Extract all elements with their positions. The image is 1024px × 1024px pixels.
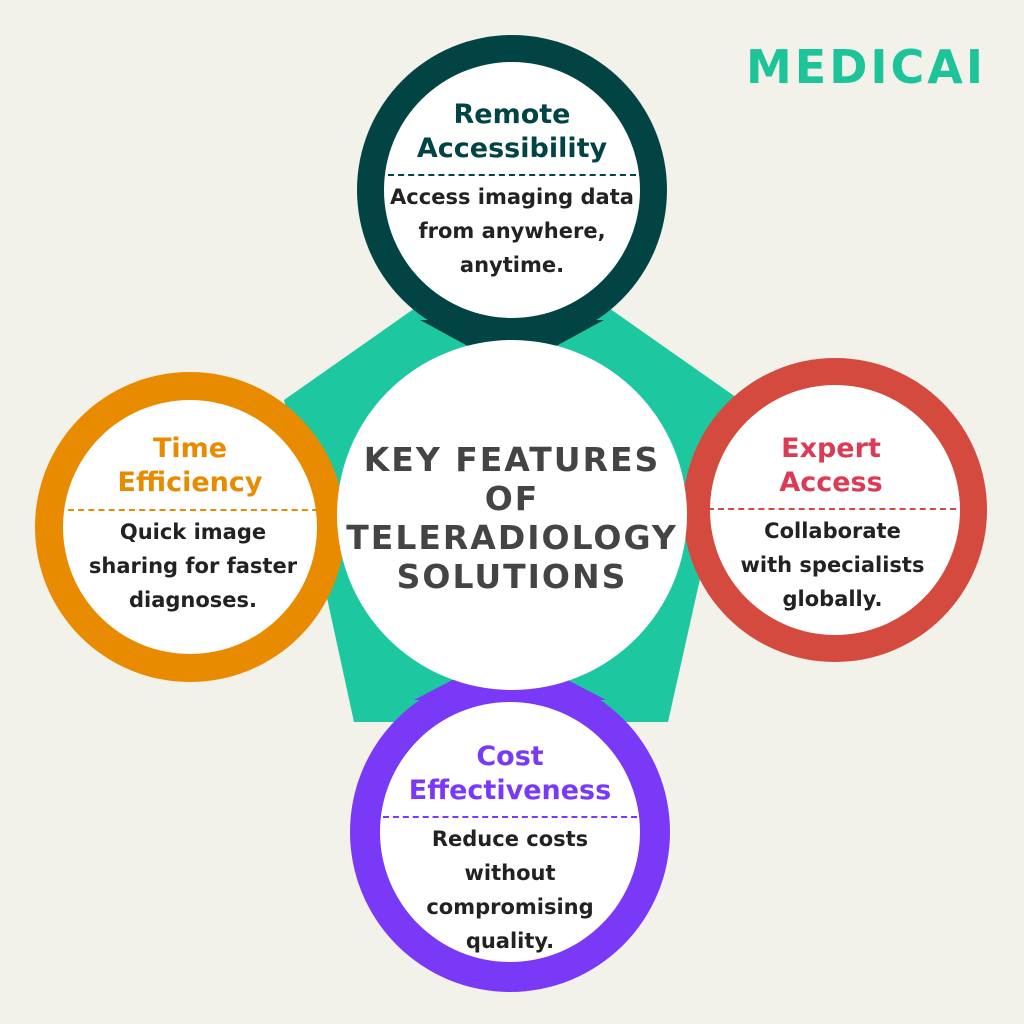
- divider: [388, 174, 636, 176]
- feature-title-time-efficiency: Time Efficiency: [117, 433, 263, 498]
- feature-desc-expert-access: Collaborate with specialists globally.: [740, 519, 925, 611]
- divider: [708, 508, 956, 510]
- feature-title-expert-access: Expert Access: [779, 433, 883, 498]
- feature-desc-time-efficiency: Quick image sharing for faster diagnoses…: [88, 520, 298, 612]
- center-circle: [337, 340, 687, 690]
- center-title: KEY FEATURES OF TELERADIOLOGY SOLUTIONS: [346, 440, 678, 596]
- medicai-logo: MEDICAI: [746, 40, 986, 94]
- feature-desc-remote-accessibility: Access imaging data from anywhere, anyti…: [390, 185, 634, 277]
- divider: [68, 509, 318, 511]
- feature-title-remote-accessibility: Remote Accessibility: [416, 99, 608, 164]
- feature-title-cost-effectiveness: Cost Effectiveness: [408, 741, 612, 806]
- feature-desc-cost-effectiveness: Reduce costs without compromising qualit…: [426, 827, 594, 953]
- divider: [383, 816, 637, 818]
